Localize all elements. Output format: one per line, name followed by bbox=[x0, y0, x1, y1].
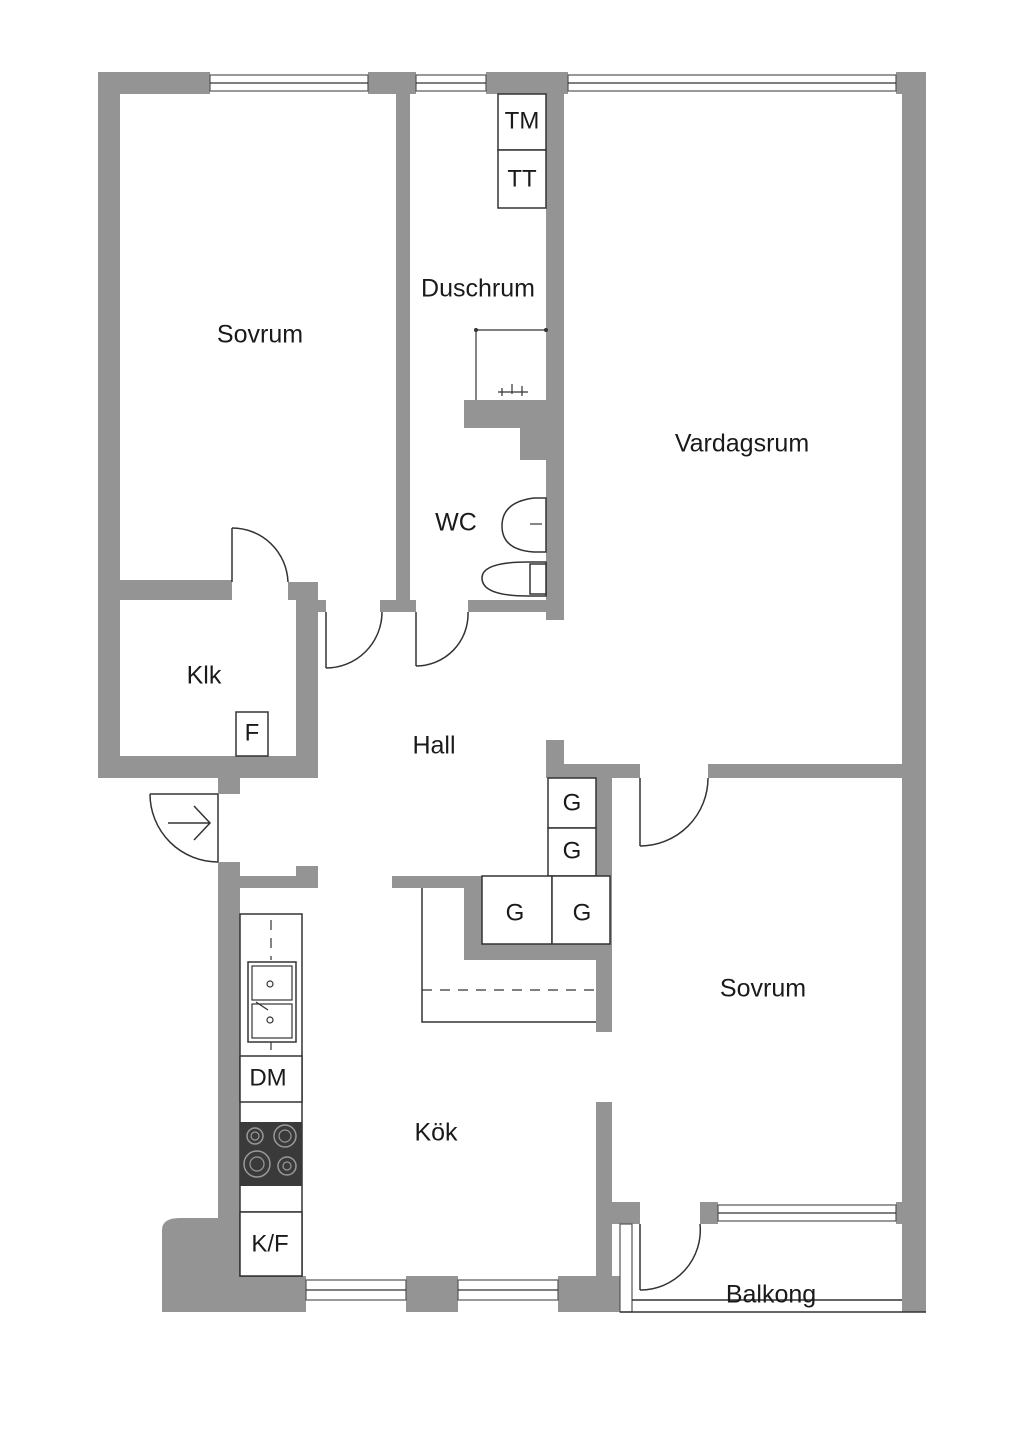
double-sink-icon bbox=[247, 961, 297, 1043]
washing-machine-box bbox=[497, 93, 547, 151]
entrance-arrow bbox=[168, 805, 212, 841]
room-label-sovrum-1: Sovrum bbox=[217, 321, 303, 349]
wardrobe-g3 bbox=[481, 875, 553, 945]
room-label-kok: Kök bbox=[414, 1119, 458, 1147]
fixture-label-kf: K/F bbox=[251, 1230, 288, 1257]
fixture-labels: TM TT F G G G G DM K/F bbox=[245, 107, 592, 1257]
dryer-box bbox=[497, 149, 547, 209]
room-label-klk: Klk bbox=[187, 662, 222, 690]
sink-icon bbox=[501, 497, 547, 553]
room-labels: Sovrum Duschrum Vardagsrum WC Klk Hall S… bbox=[187, 275, 817, 1309]
fixture-label-g1: G bbox=[563, 789, 582, 816]
room-label-balkong: Balkong bbox=[726, 1281, 816, 1309]
room-label-wc: WC bbox=[435, 509, 477, 537]
windows bbox=[209, 74, 926, 1313]
fixtures bbox=[235, 93, 611, 1277]
room-label-sovrum-2: Sovrum bbox=[720, 975, 806, 1003]
room-label-duschrum: Duschrum bbox=[421, 275, 535, 303]
fixture-label-tm: TM bbox=[505, 107, 540, 134]
fixture-label-f: F bbox=[245, 719, 260, 746]
fridge-freezer-box bbox=[239, 1211, 303, 1277]
room-label-vardagsrum: Vardagsrum bbox=[675, 430, 809, 458]
room-label-hall: Hall bbox=[412, 732, 455, 760]
fixture-label-tt: TT bbox=[507, 165, 537, 192]
dishwasher-box bbox=[239, 1055, 303, 1103]
doors bbox=[149, 527, 709, 1291]
stove-icon bbox=[240, 1122, 302, 1186]
walls bbox=[98, 72, 926, 1313]
fixture-label-g2: G bbox=[563, 837, 582, 864]
fixture-label-g3: G bbox=[506, 899, 525, 926]
shower-mixer-icon bbox=[498, 384, 528, 396]
wardrobe-g2 bbox=[547, 827, 597, 877]
wardrobe-g4 bbox=[551, 875, 611, 945]
fixture-label-g4: G bbox=[573, 899, 592, 926]
fixture-label-dm: DM bbox=[249, 1064, 286, 1091]
closet-f-box bbox=[235, 711, 269, 757]
